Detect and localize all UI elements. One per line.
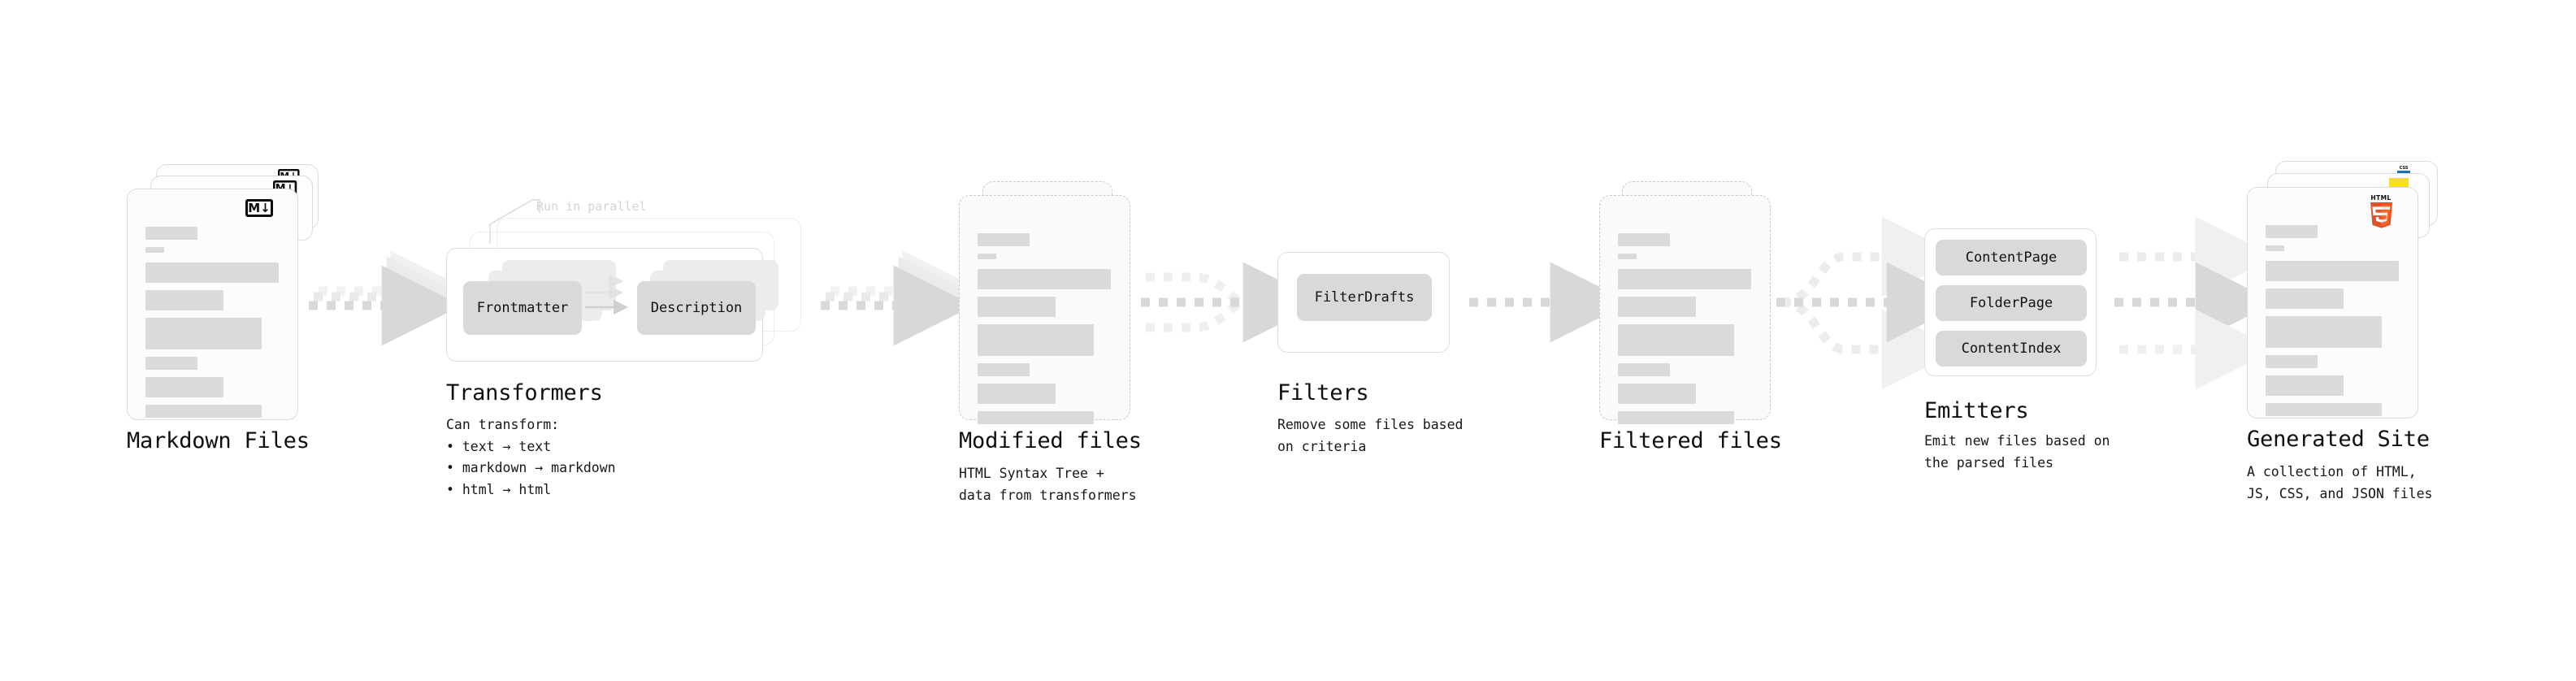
stage-label-markdown-files: Markdown Files — [127, 428, 310, 453]
skeleton-bar — [978, 233, 1030, 246]
skeleton-bar — [978, 363, 1030, 376]
stage-label-filtered-files: Filtered files — [1599, 428, 1782, 453]
emitters-box: ContentPage FolderPage ContentIndex — [1924, 228, 2097, 376]
skeleton-bar — [2266, 375, 2344, 396]
skeleton-bar — [1618, 411, 1734, 424]
skeleton-bar — [145, 227, 197, 240]
skeleton-bar — [145, 290, 223, 310]
skeleton-bar — [2266, 225, 2318, 238]
transformer-chip-frontmatter[interactable]: Frontmatter — [463, 281, 582, 335]
connector-filtered-to-emitters — [1776, 216, 1967, 390]
skeleton-bars — [2266, 225, 2401, 423]
skeleton-bar — [2266, 288, 2344, 309]
connector-emitters-to-site — [2114, 216, 2276, 390]
stage-label-modified-files: Modified files — [959, 428, 1142, 453]
html5-icon: HTML — [2366, 195, 2396, 229]
parallel-bracket — [489, 199, 540, 244]
skeleton-bar — [978, 269, 1111, 289]
skeleton-bar — [978, 384, 1056, 404]
emitter-chip-folderpage[interactable]: FolderPage — [1936, 285, 2087, 321]
connector-modified-to-filters — [1141, 262, 1324, 343]
modified-card-front — [959, 195, 1130, 424]
skeleton-bar — [1618, 384, 1696, 404]
connector-transformers-to-modified — [821, 250, 983, 346]
transformer-chip-description[interactable]: Description — [637, 281, 756, 335]
filter-chip-filterdrafts[interactable]: FilterDrafts — [1297, 274, 1432, 321]
skeleton-bar — [1618, 233, 1670, 246]
stage-desc-transformers: Can transform: • text → text • markdown … — [446, 417, 616, 498]
skeleton-bar — [2266, 316, 2382, 348]
stage-desc-emitters: Emit new files based on the parsed files — [1924, 433, 2110, 471]
stage-label-emitters: Emitters — [1924, 398, 2029, 423]
skeleton-bar — [145, 357, 197, 370]
stage-label-filters: Filters — [1277, 380, 1369, 406]
generated-card-front — [2247, 187, 2418, 419]
skeleton-bar — [978, 254, 996, 259]
skeleton-bar — [2266, 245, 2284, 251]
skeleton-bars — [978, 233, 1113, 432]
skeleton-bar — [978, 297, 1056, 317]
skeleton-bars — [145, 227, 281, 425]
run-in-parallel-note: Run in parallel — [536, 199, 647, 214]
skeleton-bars — [1618, 233, 1754, 432]
stage-desc-generated-site: A collection of HTML, JS, CSS, and JSON … — [2247, 464, 2433, 501]
skeleton-bar — [145, 247, 164, 253]
connector-md-to-transformers — [309, 250, 471, 346]
skeleton-bar — [145, 262, 279, 283]
skeleton-bar — [145, 405, 262, 418]
skeleton-bar — [978, 324, 1094, 356]
skeleton-bar — [1618, 269, 1751, 289]
skeleton-bar — [2266, 403, 2382, 416]
markdown-card-front — [127, 189, 298, 420]
skeleton-bar — [2266, 355, 2318, 368]
skeleton-bar — [1618, 363, 1670, 376]
transformer-inner-arrows — [585, 273, 629, 315]
skeleton-bar — [145, 377, 223, 397]
stage-desc-filters: Remove some files based on criteria — [1277, 417, 1464, 454]
skeleton-bar — [978, 411, 1094, 424]
stage-desc-modified-files: HTML Syntax Tree + data from transformer… — [959, 466, 1137, 503]
skeleton-bar — [145, 318, 262, 349]
filtered-card-front — [1599, 195, 1771, 424]
emitter-chip-contentpage[interactable]: ContentPage — [1936, 240, 2087, 275]
skeleton-bar — [2266, 261, 2399, 281]
css3-icon: CSS — [2397, 167, 2410, 176]
emitter-chip-contentindex[interactable]: ContentIndex — [1936, 331, 2087, 367]
stage-label-generated-site: Generated Site — [2247, 427, 2430, 452]
skeleton-bar — [1618, 254, 1637, 259]
filters-box: FilterDrafts — [1277, 252, 1450, 353]
markdown-icon: M↓ — [245, 199, 273, 217]
skeleton-bar — [1618, 297, 1696, 317]
stage-label-transformers: Transformers — [446, 380, 603, 406]
skeleton-bar — [1618, 324, 1734, 356]
